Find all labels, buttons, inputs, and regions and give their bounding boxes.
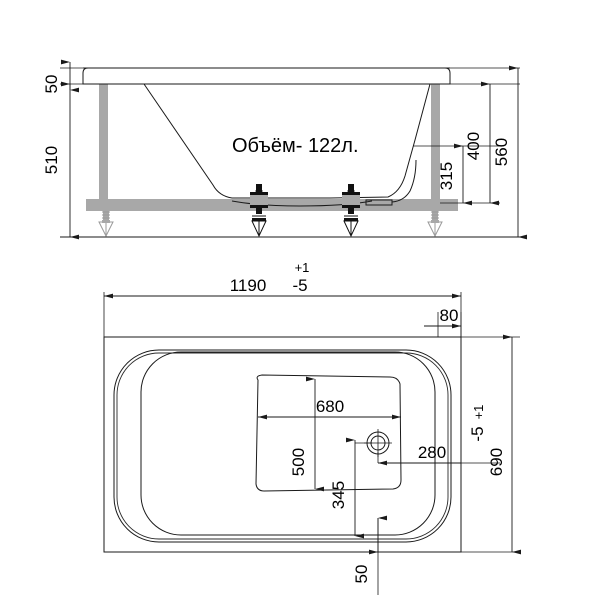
plan-basin-length-dimension: 680 — [258, 397, 401, 420]
dim-basin-width: 500 — [289, 448, 308, 476]
dim-total-height: 560 — [492, 138, 511, 166]
plan-bowl-mid — [140, 351, 436, 536]
dim-plan-length-tol-lower: -5 — [292, 276, 307, 295]
plan-width-dimension: 690 +1 -5 — [461, 334, 521, 555]
dim-drain-offset-y: 345 — [329, 481, 348, 509]
dim-rim-offset: 80 — [440, 306, 459, 325]
plan-outer-rect — [103, 336, 462, 553]
plan-basin-floor — [255, 374, 402, 492]
overflow-pipe — [391, 159, 417, 203]
foot-right — [427, 210, 443, 238]
plan-basin-width-dimension: 500 — [289, 376, 324, 492]
basin-left-wall — [143, 83, 330, 199]
plan-view: 1190 +1 -5 80 690 +1 -5 — [103, 260, 521, 595]
plan-bowl-outer-inner — [116, 352, 449, 540]
foot-mid-left — [250, 184, 268, 238]
elevation-right-dimensions: 315 400 560 — [413, 65, 527, 240]
foot-mid-right — [342, 184, 360, 238]
dim-plan-length: 1190 — [230, 276, 267, 295]
plan-bottom-offset-dimension: 50 — [352, 515, 387, 595]
elevation-left-dimensions: 50 510 — [42, 59, 83, 240]
dim-inner-depth: 315 — [437, 162, 456, 190]
dim-rim-thickness: 50 — [42, 75, 61, 94]
dim-plan-width-tol-upper: +1 — [471, 405, 486, 420]
plan-drain-offset-y-dimension: 345 — [329, 437, 372, 539]
dim-apron-height: 400 — [464, 132, 483, 160]
dim-plan-width-tol-lower: -5 — [468, 426, 487, 441]
frame-post-right — [431, 84, 440, 202]
plan-length-dimension: 1190 +1 -5 — [103, 260, 462, 337]
foot-left — [98, 210, 114, 238]
elevation-view: 50 510 315 400 560 — [42, 59, 527, 240]
plan-rim-offset-dimension: 80 — [424, 306, 462, 337]
plan-bowl-outer — [113, 349, 452, 543]
dim-basin-length: 680 — [316, 397, 344, 416]
dim-drain-offset-x: 280 — [418, 443, 446, 462]
dim-body-height: 510 — [42, 146, 61, 174]
basin-right-wall — [329, 83, 431, 199]
volume-label: Объём- 122л. — [232, 135, 359, 157]
dim-plan-width: 690 — [487, 448, 506, 476]
dim-plan-length-tol-upper: +1 — [295, 260, 310, 275]
tub-shell — [82, 67, 451, 207]
plan-drain-offset-x-dimension: 280 — [377, 443, 500, 466]
drain-outlet — [365, 199, 393, 206]
frame-post-left — [99, 84, 108, 202]
dim-bottom-offset: 50 — [352, 565, 371, 584]
tub-rim — [82, 67, 451, 85]
